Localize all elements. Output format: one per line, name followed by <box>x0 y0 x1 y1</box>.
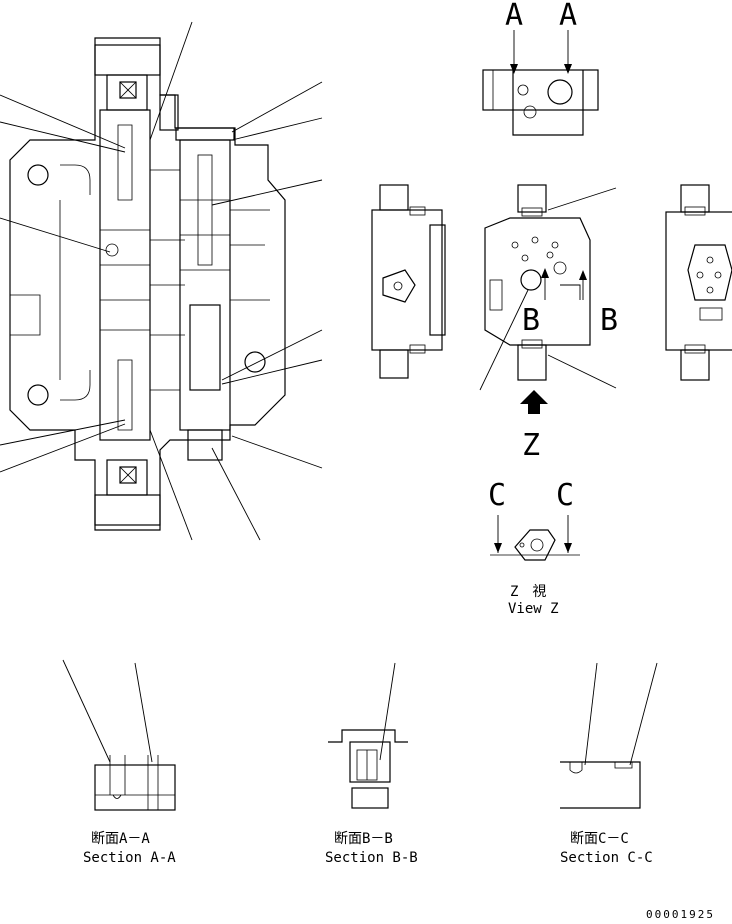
arrow-a-left-label: A <box>505 0 523 33</box>
view-z-part <box>490 529 580 561</box>
view-z-caption-jp: Z 視 <box>510 584 546 600</box>
view-z-caption-en: View Z <box>508 601 559 617</box>
view-z-letter: Z <box>522 428 540 463</box>
section-b-b-caption-en: Section B-B <box>325 850 418 866</box>
main-section-leader-lines <box>0 21 323 541</box>
arrow-c-left-label: C <box>488 478 506 513</box>
section-c-c-caption-jp: 断面C－C <box>570 831 629 847</box>
top-view <box>482 69 599 136</box>
arrow-b-right-label: B <box>600 303 618 338</box>
center-front-view <box>484 184 591 381</box>
section-c-arrows <box>494 515 572 553</box>
main-valve-cross-section <box>9 37 286 531</box>
arrow-b-left-label: B <box>522 303 540 338</box>
section-a-arrows <box>510 30 572 74</box>
right-side-view <box>665 184 732 381</box>
section-a-a-caption-en: Section A-A <box>83 850 176 866</box>
view-z-arrow <box>520 390 548 414</box>
drawing-number: 00001925 <box>646 908 715 921</box>
arrow-c-right-label: C <box>556 478 574 513</box>
section-a-a-caption-jp: 断面A－A <box>91 831 150 847</box>
section-a-a-drawing <box>62 659 176 811</box>
section-c-c-caption-en: Section C-C <box>560 850 653 866</box>
left-side-view <box>371 184 446 379</box>
arrow-a-right-label: A <box>559 0 577 33</box>
section-b-b-caption-jp: 断面B－B <box>334 831 393 847</box>
section-b-arrows <box>479 187 617 391</box>
section-c-c-drawing <box>560 662 658 809</box>
section-b-b-drawing <box>328 662 408 809</box>
